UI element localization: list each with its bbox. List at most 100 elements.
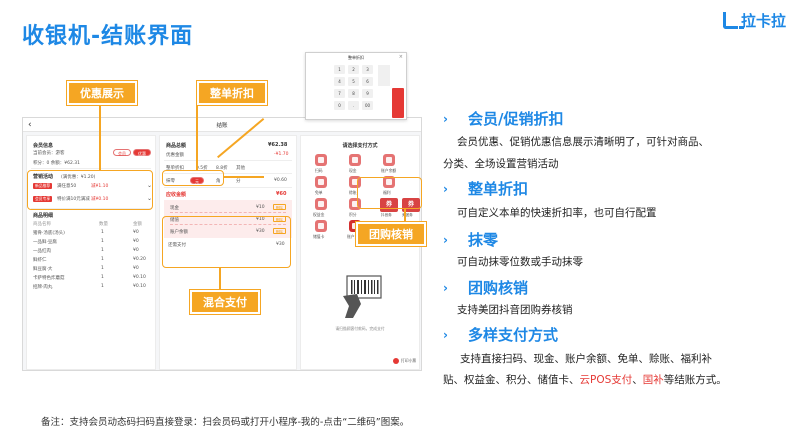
highlight-mixed-payment xyxy=(162,216,291,268)
checkout-screen: ‹ 结账 会员信息 当前会员：游客 会员 优惠 积分：0 余额：¥62.31 营… xyxy=(22,117,422,371)
close-icon[interactable]: × xyxy=(398,54,403,60)
mixed-row: 账户余额 ¥30 删除 xyxy=(170,227,286,237)
cash-pay-icon[interactable] xyxy=(349,154,361,166)
method-label: 免单 xyxy=(315,190,323,195)
callout-discount-show: 优惠展示 xyxy=(67,81,137,105)
item-price: ¥0.10 xyxy=(133,275,146,280)
checkout-topbar: ‹ 结账 xyxy=(23,118,421,132)
desc-highlight: 云POS支付 xyxy=(579,374,633,386)
desc-part: 贴、权益金、积分、储值卡、 xyxy=(443,374,580,386)
payment-title: 请选择支付方式 xyxy=(342,143,378,149)
chevron-right-icon: › xyxy=(443,112,448,126)
connector-line xyxy=(196,103,198,170)
calc-key[interactable]: 2 xyxy=(348,65,359,74)
brand-name: 拉卡拉 xyxy=(740,12,786,30)
feature-desc: 分类、全场设置营销活动 xyxy=(443,158,559,170)
desc-highlight: 国补 xyxy=(642,374,664,386)
calc-key[interactable]: 5 xyxy=(348,77,359,86)
points-line: 积分：0 余额：¥62.31 xyxy=(33,161,81,166)
payment-panel: 请选择支付方式 扫码 现金 账户余额 免单 赊账 福利 券 券 权益金 积分 抖… xyxy=(300,135,420,370)
scan-pay-icon[interactable] xyxy=(315,154,327,166)
method-label: 积分 xyxy=(349,212,357,217)
barcode-scanner-icon xyxy=(337,274,385,320)
calc-key[interactable]: 0 xyxy=(334,101,345,110)
free-pay-icon[interactable] xyxy=(315,176,327,188)
discount-label: 优惠金额 xyxy=(166,153,184,158)
item-qty: 1 xyxy=(101,275,104,280)
item-name: 卡萨特色炸蘑菇 xyxy=(33,276,65,281)
welfare-pay-icon[interactable] xyxy=(383,176,395,188)
footnote: 备注：支持会员动态码扫码直接登录：扫会员码或打开小程序-我的-点击“二维码”图案… xyxy=(41,417,410,428)
stored-card-pay-icon[interactable] xyxy=(315,220,327,232)
round-fen[interactable]: 分 xyxy=(236,179,241,184)
desc-part: 等结账方式。 xyxy=(663,374,727,386)
discount-calculator: 整单折扣 × 1 2 3 4 5 6 7 8 9 0 . 00 xyxy=(305,52,407,120)
pay-label: 应收金额 xyxy=(166,192,187,198)
promo-title: 营销活动 xyxy=(33,174,54,180)
callout-mixed-payment: 混合支付 xyxy=(190,290,260,314)
rate-option-b[interactable]: 8.8折 xyxy=(216,166,228,171)
feature-desc: 支持美团抖音团购券核销 xyxy=(457,304,573,316)
calc-confirm-key[interactable] xyxy=(392,88,404,118)
method-label: 赊账 xyxy=(349,190,357,195)
divider xyxy=(31,208,151,209)
item-qty: 1 xyxy=(101,284,104,289)
feature-desc: 可自定义本单的快速折扣率，也可自行配置 xyxy=(457,207,657,219)
rights-pay-icon[interactable] xyxy=(315,198,327,210)
print-receipt-checkbox[interactable] xyxy=(393,358,399,364)
mixed-amount: ¥30 xyxy=(256,229,265,234)
rate-option-other[interactable]: 其他 xyxy=(236,166,245,171)
promo-text: 满任意50 xyxy=(57,184,77,189)
feature-desc-line2: 贴、权益金、积分、储值卡、云POS支付、国补等结账方式。 xyxy=(443,372,727,387)
promo-button[interactable]: 优惠 xyxy=(133,149,151,156)
mixed-amount: ¥10 xyxy=(256,205,265,210)
back-arrow-icon[interactable]: ‹ xyxy=(28,120,32,130)
feature-desc: 可自动抹零位数或手动抹零 xyxy=(457,256,583,268)
member-panel: 会员信息 当前会员：游客 会员 优惠 积分：0 余额：¥62.31 营销活动 (… xyxy=(26,135,156,370)
chevron-right-icon: › xyxy=(443,182,448,196)
calc-key[interactable]: 3 xyxy=(362,65,373,74)
item-price: ¥0 xyxy=(133,248,139,253)
promo-amount: 减¥1.10 xyxy=(91,184,109,189)
item-price: ¥0.10 xyxy=(133,284,146,289)
item-name: 一品鲜·豆腐 xyxy=(33,240,57,245)
round-jiao[interactable]: 角 xyxy=(216,179,221,184)
chevron-right-icon: › xyxy=(443,233,448,247)
mixed-name: 现金 xyxy=(170,206,179,211)
rate-option-a[interactable]: 9.5折 xyxy=(196,166,208,171)
mixed-delete-button[interactable]: 删除 xyxy=(272,204,286,210)
calc-delete-key[interactable] xyxy=(378,65,390,86)
mixed-amount: ¥10 xyxy=(256,217,265,222)
brand-logo: 拉卡拉 xyxy=(722,10,786,31)
member-sub: 当前会员：游客 xyxy=(33,151,65,156)
calc-key[interactable]: 4 xyxy=(334,77,345,86)
connector-line xyxy=(219,268,221,290)
feature-desc: 支持直接扫码、现金、账户余额、免单、赊账、福利补 xyxy=(460,353,712,365)
chevron-down-icon[interactable]: ⌄ xyxy=(147,182,153,189)
mixed-payment-list: 现金 ¥10 删除 储值 ¥10 删除 账户余额 ¥30 删除 xyxy=(164,200,292,238)
calc-key[interactable]: . xyxy=(348,101,359,110)
calc-key[interactable]: 6 xyxy=(362,77,373,86)
item-qty: 1 xyxy=(101,257,104,262)
chevron-down-icon[interactable]: ⌄ xyxy=(147,195,153,202)
calc-key[interactable]: 8 xyxy=(348,89,359,98)
remaining-value: ¥30 xyxy=(276,242,285,247)
divider xyxy=(164,160,292,161)
calc-key[interactable]: 1 xyxy=(334,65,345,74)
item-qty: 1 xyxy=(101,266,104,271)
feature-title: 团购核销 xyxy=(468,279,529,297)
page-title: 收银机-结账界面 xyxy=(22,24,194,49)
calc-key[interactable]: 7 xyxy=(334,89,345,98)
calc-key[interactable]: 00 xyxy=(362,101,373,110)
mixed-row: 现金 ¥10 删除 xyxy=(170,203,286,213)
item-name: 鲜虾仁 xyxy=(33,258,47,263)
balance-pay-icon[interactable] xyxy=(383,154,395,166)
item-qty: 1 xyxy=(101,230,104,235)
calc-key[interactable]: 9 xyxy=(362,89,373,98)
member-button[interactable]: 会员 xyxy=(113,149,131,156)
method-label: 账户余额 xyxy=(347,234,363,239)
promo-tag: 会员专享 xyxy=(33,196,53,202)
round-yuan[interactable]: 元 xyxy=(190,177,204,184)
item-name: 一品红肉 xyxy=(33,249,51,254)
mixed-delete-button[interactable]: 删除 xyxy=(272,228,286,234)
